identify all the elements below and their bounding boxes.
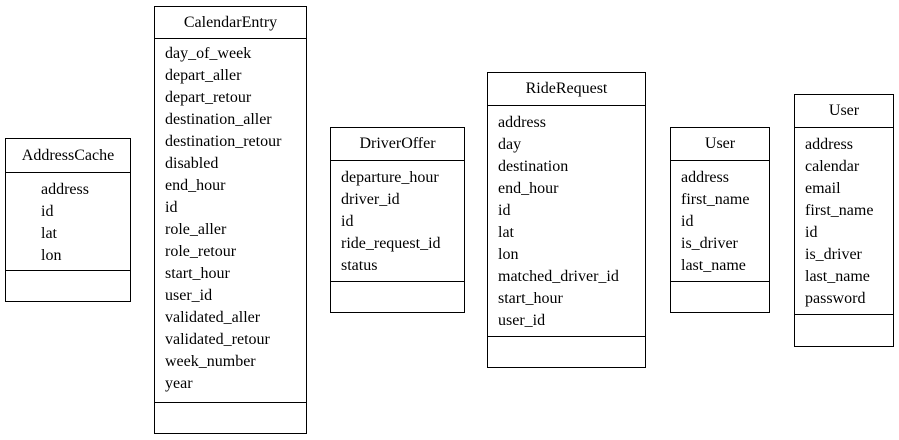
attribute: is_driver bbox=[681, 235, 738, 252]
attribute: validated_retour bbox=[165, 331, 270, 348]
attribute: end_hour bbox=[498, 180, 559, 197]
attribute: role_aller bbox=[165, 221, 227, 238]
attribute: ride_request_id bbox=[341, 235, 441, 252]
attribute: last_name bbox=[805, 268, 870, 285]
attribute: lon bbox=[498, 246, 519, 263]
attribute: role_retour bbox=[165, 243, 237, 260]
attribute-section: address day destination end_hour id lat … bbox=[488, 106, 645, 337]
attribute: lat bbox=[41, 225, 57, 242]
attribute: last_name bbox=[681, 257, 746, 274]
class-name: AddressCache bbox=[6, 139, 130, 173]
class-box-riderequest: RideRequest address day destination end_… bbox=[487, 72, 646, 368]
attribute: week_number bbox=[165, 353, 256, 370]
attribute-section: day_of_week depart_aller depart_retour d… bbox=[155, 39, 306, 403]
attribute: day bbox=[498, 136, 522, 153]
attribute: lat bbox=[498, 224, 514, 241]
attribute: departure_hour bbox=[341, 169, 439, 186]
attribute: start_hour bbox=[498, 290, 563, 307]
class-box-user: User address calendar email first_name i… bbox=[794, 94, 894, 347]
attribute: address bbox=[805, 136, 853, 153]
attribute: address bbox=[681, 169, 729, 186]
attribute: year bbox=[165, 375, 193, 392]
class-box-driveroffer: DriverOffer departure_hour driver_id id … bbox=[330, 127, 465, 313]
attribute: id bbox=[41, 203, 54, 220]
attribute: id bbox=[341, 213, 354, 230]
attribute: password bbox=[805, 290, 866, 307]
attribute: day_of_week bbox=[165, 45, 252, 62]
attribute-section: address first_name id is_driver last_nam… bbox=[671, 161, 769, 282]
attribute: destination_retour bbox=[165, 133, 282, 150]
attribute-section: address id lat lon bbox=[6, 173, 130, 271]
class-name: User bbox=[795, 95, 893, 128]
attribute: validated_aller bbox=[165, 309, 261, 326]
attribute: first_name bbox=[681, 191, 750, 208]
attribute: matched_driver_id bbox=[498, 268, 619, 285]
attribute: destination bbox=[498, 158, 569, 175]
attribute: status bbox=[341, 257, 378, 274]
class-name: RideRequest bbox=[488, 73, 645, 106]
attribute: first_name bbox=[805, 202, 874, 219]
attribute: id bbox=[681, 213, 694, 230]
attribute: depart_retour bbox=[165, 89, 252, 106]
attribute: id bbox=[805, 224, 818, 241]
attribute: depart_aller bbox=[165, 67, 242, 84]
attribute-section: address calendar email first_name id is_… bbox=[795, 128, 893, 315]
attribute: user_id bbox=[165, 287, 213, 304]
attribute: driver_id bbox=[341, 191, 400, 208]
attribute: disabled bbox=[165, 155, 219, 172]
attribute: id bbox=[498, 202, 511, 219]
attribute-section: departure_hour driver_id id ride_request… bbox=[331, 161, 464, 282]
class-name: CalendarEntry bbox=[155, 7, 306, 39]
attribute: user_id bbox=[498, 312, 546, 329]
class-name: User bbox=[671, 128, 769, 161]
class-name: DriverOffer bbox=[331, 128, 464, 161]
attribute: start_hour bbox=[165, 265, 230, 282]
attribute: destination_aller bbox=[165, 111, 272, 128]
attribute: id bbox=[165, 199, 178, 216]
attribute: lon bbox=[41, 247, 62, 264]
attribute: address bbox=[498, 114, 546, 131]
attribute: end_hour bbox=[165, 177, 226, 194]
attribute: calendar bbox=[805, 158, 860, 175]
class-box-calendarentry: CalendarEntry day_of_week depart_aller d… bbox=[154, 6, 307, 434]
class-box-user: User address first_name id is_driver las… bbox=[670, 127, 770, 313]
attribute: is_driver bbox=[805, 246, 862, 263]
attribute: address bbox=[41, 181, 89, 198]
class-box-addresscache: AddressCache address id lat lon bbox=[5, 138, 131, 302]
attribute: email bbox=[805, 180, 841, 197]
